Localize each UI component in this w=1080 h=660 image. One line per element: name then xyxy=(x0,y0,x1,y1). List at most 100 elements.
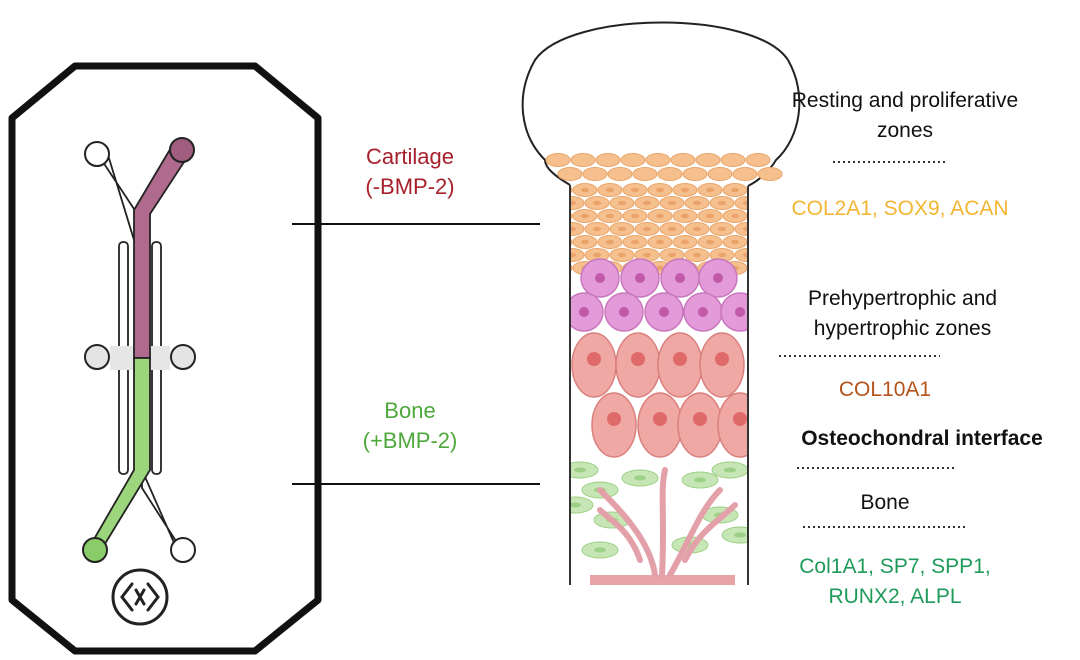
chondrocyte-nucleus xyxy=(693,226,701,232)
chondrocyte-cell xyxy=(570,263,573,273)
chondrocyte-nucleus xyxy=(593,252,601,258)
bone-region xyxy=(570,461,748,585)
chondrocyte-nucleus xyxy=(681,239,689,245)
bone-cell-nucleus xyxy=(734,532,746,538)
prehypertrophic-cells xyxy=(570,258,748,332)
bone-genes-line2: RUNX2, ALPL xyxy=(828,585,962,608)
port-bottom-left xyxy=(82,537,108,563)
chondrocyte-nucleus xyxy=(606,213,614,219)
hypertrophic-cell xyxy=(717,392,748,458)
chondrocyte-nucleus xyxy=(743,200,748,206)
chip-logo-icon xyxy=(111,568,169,626)
bone-label: Bone (+BMP-2) xyxy=(325,396,495,456)
chondrocyte-cell xyxy=(595,153,621,167)
prehypertrophic-nucleus xyxy=(659,307,669,317)
chondrocyte-cell xyxy=(570,153,596,167)
chondrocyte-nucleus xyxy=(706,187,714,193)
chondrocyte-cell xyxy=(570,185,573,195)
prehypertrophic-nucleus xyxy=(619,307,629,317)
chondrocyte-nucleus xyxy=(681,213,689,219)
chondrocyte-nucleus xyxy=(556,214,564,219)
chondrocyte-nucleus xyxy=(718,200,726,206)
chondrocyte-nucleus xyxy=(593,226,601,232)
chondrocyte-nucleus xyxy=(581,213,589,219)
chondrocyte-nucleus xyxy=(618,200,626,206)
chondrocyte-nucleus xyxy=(570,252,576,258)
chondrocyte-nucleus xyxy=(681,187,689,193)
hypertrophic-genes: COL10A1 xyxy=(838,378,932,401)
chondrocyte-cell xyxy=(632,167,658,181)
port-bottom-right xyxy=(170,537,196,563)
bone-cell-nucleus xyxy=(594,547,606,553)
bone-cell-nucleus xyxy=(634,475,646,481)
bone-cell-nucleus xyxy=(724,467,736,473)
chondrocyte-nucleus xyxy=(570,200,576,206)
chondrocyte-nucleus xyxy=(731,213,739,219)
chondrocyte-nucleus xyxy=(606,239,614,245)
prehypertrophic-nucleus xyxy=(635,273,645,283)
chondrocyte-nucleus xyxy=(656,187,664,193)
resting-zone-line2: zones xyxy=(876,119,934,142)
hypertrophic-nucleus xyxy=(693,412,707,426)
chondrocyte-nucleus xyxy=(570,226,576,232)
chondrocyte-nucleus xyxy=(731,239,739,245)
hypertrophic-nucleus xyxy=(733,412,747,426)
bone-cell xyxy=(570,496,594,514)
chondrocyte-cell xyxy=(570,222,585,236)
chondrocyte-nucleus xyxy=(556,266,564,271)
chondrocyte-cell xyxy=(732,167,758,181)
chondrocyte-cell xyxy=(645,153,671,167)
prehypertrophic-nucleus xyxy=(595,273,605,283)
chondrocyte-nucleus xyxy=(706,213,714,219)
chondrocyte-nucleus xyxy=(743,252,748,258)
port-top-left xyxy=(84,141,110,167)
prehypertrophic-nucleus xyxy=(713,273,723,283)
chondrocyte-cell xyxy=(657,167,683,181)
bone-title: Bone xyxy=(384,398,436,423)
bone-zone-label: Bone xyxy=(860,491,910,514)
chondrocyte-nucleus xyxy=(718,252,726,258)
hypertrophic-nucleus xyxy=(607,412,621,426)
hypertrophic-zone-label: Prehypertrophic and hypertrophic zones xyxy=(775,284,1030,344)
chondrocyte-cell xyxy=(607,167,633,181)
chondrocyte-nucleus xyxy=(656,239,664,245)
chondrocyte-nucleus xyxy=(581,239,589,245)
port-mid-right xyxy=(170,344,196,370)
tissue-column xyxy=(521,21,801,585)
chondrocyte-cell xyxy=(570,196,585,210)
interface-label: Osteochondral interface xyxy=(801,427,1043,450)
hypertrophic-cells xyxy=(571,332,748,458)
chondrocyte-nucleus xyxy=(643,252,651,258)
cartilage-condition: (-BMP-2) xyxy=(365,174,455,199)
prehypertrophic-nucleus xyxy=(698,307,708,317)
chondrocyte-cell xyxy=(670,153,696,167)
chondrocyte-nucleus xyxy=(743,226,748,232)
bone-cell-nucleus xyxy=(694,477,706,483)
chondrocyte-cell xyxy=(707,167,733,181)
chondrocyte-nucleus xyxy=(668,252,676,258)
hypertrophic-nucleus xyxy=(673,352,687,366)
resting-head xyxy=(521,21,801,187)
chondrocyte-cell xyxy=(570,211,573,221)
hypertrophic-line1: Prehypertrophic and xyxy=(807,287,998,310)
cartilage-title: Cartilage xyxy=(365,144,455,169)
hypertrophic-nucleus xyxy=(715,352,729,366)
chondrocyte-cell xyxy=(695,153,721,167)
bone-genes: Col1A1, SP7, SPP1, RUNX2, ALPL xyxy=(770,552,1020,612)
chondrocyte-cell xyxy=(570,237,573,247)
chondrocyte-cell xyxy=(757,167,783,181)
chondrocyte-nucleus xyxy=(631,213,639,219)
chondrocyte-nucleus xyxy=(618,226,626,232)
chondrocyte-nucleus xyxy=(618,252,626,258)
cartilage-label: Cartilage (-BMP-2) xyxy=(320,142,500,202)
chondrocyte-nucleus xyxy=(668,226,676,232)
chondrocyte-nucleus xyxy=(631,239,639,245)
microfluidic-chip-icon xyxy=(8,62,322,655)
chondrocyte-nucleus xyxy=(731,187,739,193)
chondrocyte-nucleus xyxy=(631,187,639,193)
chondrocyte-cell xyxy=(682,167,708,181)
chondrocyte-nucleus xyxy=(556,240,564,245)
resting-genes: COL2A1, SOX9, ACAN xyxy=(791,197,1009,220)
chondrocyte-cell xyxy=(570,248,585,262)
